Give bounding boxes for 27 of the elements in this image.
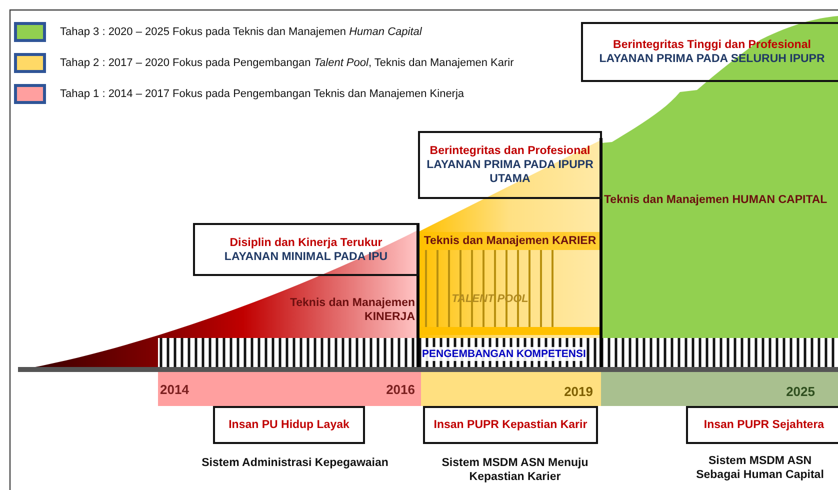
year-label: 2014 (160, 383, 190, 397)
text-box (418, 131, 602, 199)
heading-text: Insan PUPR Kepastian Karir (432, 418, 588, 432)
service-text: LAYANAN PRIMA PADA IPUPR UTAMA (426, 158, 594, 186)
system-caption: Sistem MSDM ASN Sebagai Human Capital (695, 454, 825, 482)
legend-text: Tahap 3 : 2020 – 2025 Fokus pada Teknis dan Manajemen Human Capital (60, 26, 422, 38)
phase-label: Teknis dan Manajemen KINERJA (288, 296, 415, 324)
system-caption: Sistem Administrasi Kepegawaian (200, 456, 390, 470)
year-label: 2025 (785, 385, 815, 399)
phase-label: PENGEMBANGAN KOMPETENSI (422, 347, 586, 361)
phase-label: Teknis dan Manajemen KARIER (422, 234, 598, 248)
text-box (686, 406, 838, 444)
system-caption: Sistem MSDM ASN Menuju Kepastian Karier (440, 456, 590, 484)
phase-label: Teknis dan Manajemen HUMAN CAPITAL (604, 193, 828, 207)
year-label: 2019 (563, 385, 593, 399)
year-label: 2016 (385, 383, 415, 397)
heading-text: Berintegritas dan Profesional (428, 144, 592, 158)
service-text: LAYANAN MINIMAL PADA IPU (223, 250, 389, 264)
heading-text: Insan PU Hidup Layak (228, 418, 350, 432)
heading-text: Disiplin dan Kinerja Terukur (228, 236, 384, 250)
text-box (581, 22, 838, 82)
text-box (213, 406, 365, 444)
legend-text: Tahap 2 : 2017 – 2020 Fokus pada Pengembangan Talent Pool, Teknis dan Manajemen Karir (60, 57, 514, 69)
text-box (423, 406, 598, 444)
heading-text: Insan PUPR Sejahtera (702, 418, 826, 432)
legend-text: Tahap 1 : 2014 – 2017 Fokus pada Pengembangan Teknis dan Manajemen Kinerja (60, 88, 464, 100)
text-box (193, 223, 419, 276)
